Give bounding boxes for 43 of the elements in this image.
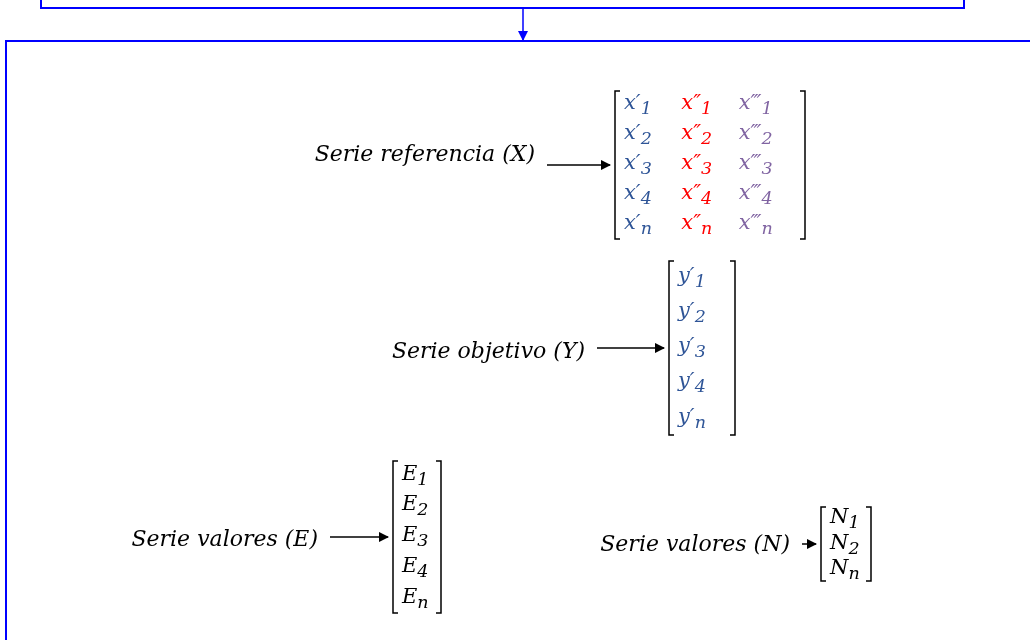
matrix-entry: x″$_{1}$ <box>681 92 714 118</box>
series-label: Serie referencia (X) <box>314 141 535 166</box>
matrix-entry: x‴$_{1}$ <box>738 92 774 118</box>
matrix-entry: x″$_{3}$ <box>681 152 714 178</box>
matrix-entry: y′$_{2}$ <box>678 299 707 326</box>
matrix-entry: E$_{n}$ <box>402 585 430 612</box>
matrix-entry: x‴$_{3}$ <box>738 152 774 178</box>
matrix-entry: x‴$_{4}$ <box>738 182 774 208</box>
matrix-entry: x′$_{n}$ <box>624 212 653 238</box>
matrix-entry: x″$_{4}$ <box>681 182 714 208</box>
matrix-entry: x′$_{1}$ <box>624 92 653 118</box>
matrix-entry: x‴$_{2}$ <box>738 122 774 148</box>
process-box <box>40 0 965 9</box>
matrix-entry: y′$_{3}$ <box>678 335 707 361</box>
arrow <box>546 159 612 171</box>
matrix <box>820 506 872 582</box>
series-label: Serie valores (E) <box>131 526 318 551</box>
matrix-entry: N$_{2}$ <box>830 531 861 558</box>
series-label: Serie objetivo (Y) <box>391 338 585 363</box>
arrow <box>517 8 529 42</box>
matrix-entry: x″$_{2}$ <box>681 122 714 148</box>
matrix-entry: x′$_{2}$ <box>624 122 653 148</box>
matrix-entry: y′$_{1}$ <box>678 264 707 291</box>
matrix-entry: N$_{n}$ <box>830 557 861 584</box>
arrow <box>596 342 666 354</box>
matrix <box>392 460 442 614</box>
matrix-entry: N$_{1}$ <box>830 506 861 532</box>
arrow <box>329 531 390 543</box>
matrix-entry: E$_{2}$ <box>402 493 430 520</box>
matrix-entry: E$_{1}$ <box>402 462 430 489</box>
arrow <box>801 538 818 550</box>
matrix-entry: x′$_{4}$ <box>624 182 653 208</box>
matrix-entry: x′$_{3}$ <box>624 152 653 178</box>
matrix-entry: E$_{3}$ <box>402 524 430 550</box>
matrix <box>668 260 736 436</box>
matrix-entry: y′$_{4}$ <box>678 370 707 397</box>
series-label: Serie valores (N) <box>600 531 790 556</box>
matrix-entry: E$_{4}$ <box>402 554 430 581</box>
matrix-entry: x‴$_{n}$ <box>738 212 774 238</box>
matrix-entry: x″$_{n}$ <box>681 212 714 238</box>
matrix-entry: y′$_{n}$ <box>678 405 707 432</box>
matrix <box>614 90 806 240</box>
process-box <box>5 40 1030 640</box>
